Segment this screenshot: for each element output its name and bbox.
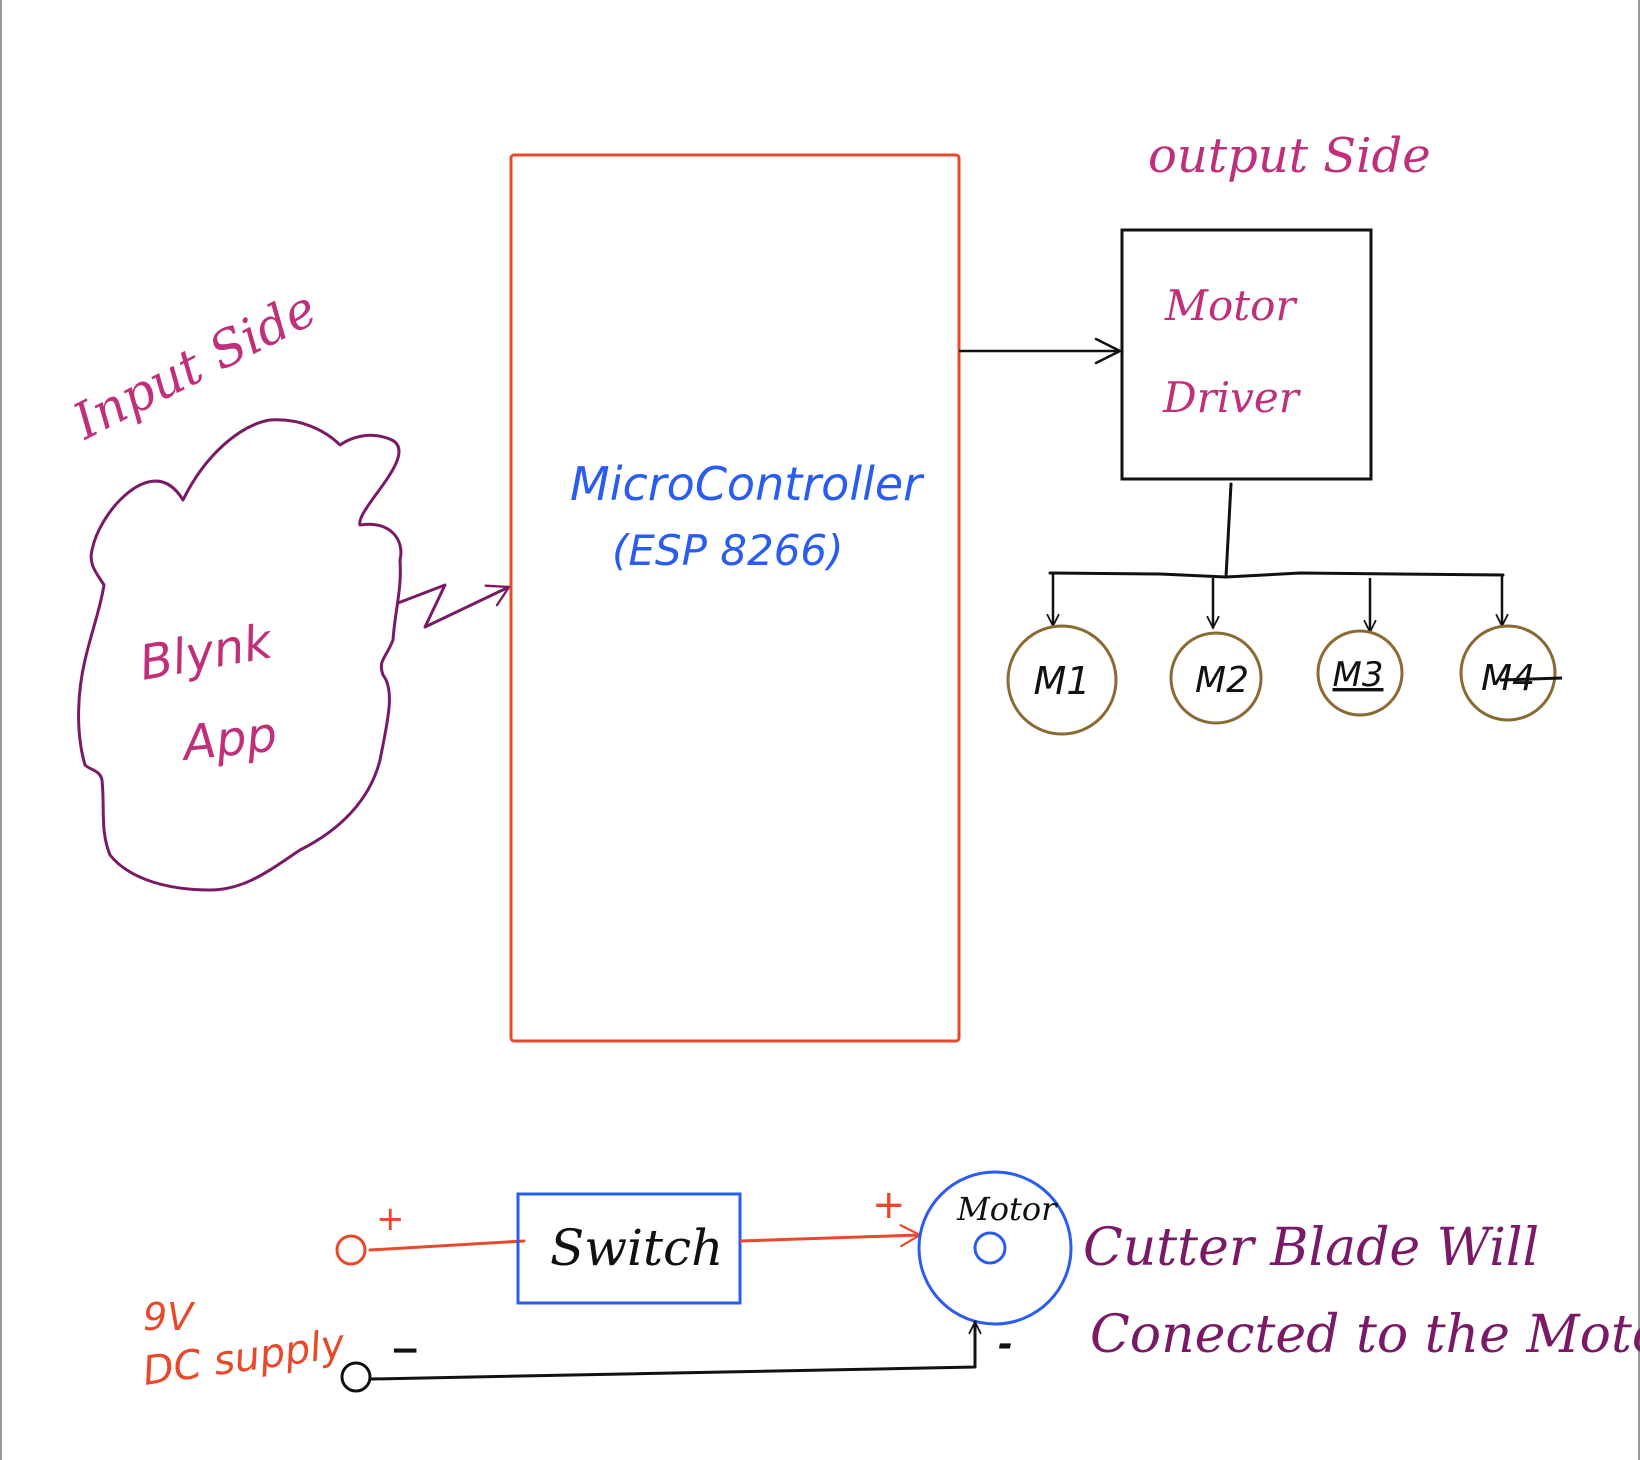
motor-m3: M3	[1316, 629, 1404, 717]
motor-negative-sign: -	[998, 1324, 1013, 1365]
motor-driver-box	[1120, 228, 1373, 481]
cutter-motor	[917, 1170, 1073, 1326]
motor-m3-label: M3	[1333, 655, 1384, 695]
input-side-title: Input Side	[63, 279, 325, 451]
wireless-link-arrow	[396, 583, 509, 629]
cloud-label-app: App	[177, 706, 279, 772]
motor-m2-label: M2	[1195, 660, 1249, 701]
output-side-title: output Side	[1148, 128, 1431, 184]
motor-driver-label-driver: Driver	[1162, 373, 1302, 422]
motor-driver-label-motor: Motor	[1164, 281, 1298, 330]
motor-bus-wire	[1048, 571, 1505, 579]
switch-to-motor-wire	[739, 1235, 920, 1241]
positive-terminal	[335, 1234, 367, 1266]
microcontroller-label: MicroController	[570, 457, 925, 511]
microcontroller-box	[509, 153, 961, 1043]
motor-m1: M1	[1006, 624, 1118, 736]
cloud-label-blynk: Blynk	[135, 613, 278, 692]
positive-terminal-sign: +	[376, 1199, 405, 1239]
cutter-note-line2: Conected to the Motor.	[1090, 1305, 1640, 1365]
negative-return-wire	[370, 1320, 975, 1381]
switch-box	[516, 1192, 742, 1305]
motor-positive-sign: +	[872, 1182, 906, 1228]
motor-m2: M2	[1169, 631, 1263, 725]
m4-stroke-mark	[1499, 676, 1563, 682]
motor-shaft	[973, 1231, 1007, 1265]
switch-label: Switch	[550, 1219, 723, 1277]
negative-terminal	[340, 1361, 372, 1393]
cutter-note-line1: Cutter Blade Will	[1083, 1218, 1539, 1278]
motor-m1-label: M1	[1034, 659, 1091, 703]
driver-output-wire	[1224, 482, 1233, 579]
motor-m4: M4	[1459, 624, 1563, 722]
microcontroller-model-label: (ESP 8266)	[612, 526, 844, 575]
blynk-cloud-shape	[77, 418, 403, 892]
positive-wire-to-switch	[368, 1239, 526, 1252]
page-border-left	[0, 0, 2, 1460]
supply-voltage-label: 9V	[143, 1295, 196, 1339]
negative-terminal-sign: −	[390, 1330, 420, 1371]
page-border-right	[1638, 0, 1640, 1460]
cutter-motor-label: Motor	[956, 1190, 1058, 1228]
